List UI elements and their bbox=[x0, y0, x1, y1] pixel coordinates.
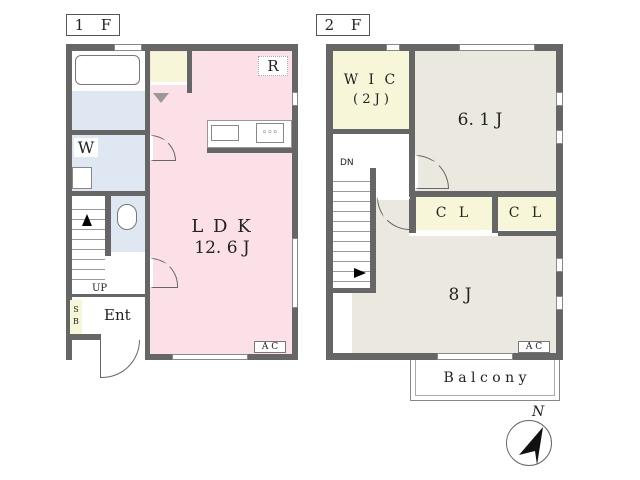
wall bbox=[333, 288, 376, 293]
storage-closet bbox=[151, 52, 187, 85]
wall bbox=[145, 51, 150, 354]
wall bbox=[410, 191, 556, 197]
bedroom-8j bbox=[409, 236, 556, 353]
refrigerator-label: R bbox=[258, 56, 288, 76]
window bbox=[292, 238, 298, 308]
window bbox=[386, 44, 400, 51]
arrow-up-icon bbox=[82, 214, 92, 226]
closet-2 bbox=[498, 197, 556, 230]
floor-2-label: 2 F bbox=[316, 14, 370, 36]
aircon-label: A C bbox=[518, 341, 550, 353]
kitchen-counter bbox=[207, 120, 292, 148]
aircon-label: A C bbox=[254, 341, 286, 353]
wall bbox=[326, 44, 333, 360]
arrow-down-icon bbox=[354, 268, 366, 278]
washing-machine-icon bbox=[72, 167, 92, 189]
wall bbox=[66, 44, 72, 360]
wall bbox=[409, 51, 415, 191]
wic-size: ( 2 J ) bbox=[352, 92, 390, 107]
wall bbox=[72, 191, 150, 196]
balcony-label: B a l c o n y bbox=[443, 370, 527, 386]
closet-1-label: C L bbox=[435, 205, 473, 221]
bedroom-8j-label: 8 J bbox=[448, 285, 472, 305]
shoe-box: S B bbox=[70, 300, 82, 334]
window bbox=[114, 44, 142, 51]
ldk-size: 12. 6 J bbox=[194, 238, 250, 258]
compass bbox=[506, 420, 552, 466]
front-door[interactable] bbox=[100, 340, 140, 378]
stairs-up-label: UP bbox=[92, 283, 108, 294]
wall bbox=[498, 231, 556, 237]
wall bbox=[72, 130, 150, 135]
wall bbox=[207, 148, 292, 153]
north-label: N bbox=[532, 404, 545, 420]
balcony bbox=[410, 360, 560, 401]
bathroom-floor bbox=[72, 91, 145, 131]
window bbox=[556, 296, 563, 310]
balcony-inner bbox=[415, 360, 555, 396]
floor-1-label: 1 F bbox=[66, 14, 120, 36]
closet-2-label: C L bbox=[508, 205, 546, 221]
ldk-label: L D K bbox=[191, 216, 253, 237]
window bbox=[459, 44, 535, 51]
sink-icon bbox=[211, 125, 239, 141]
window bbox=[172, 354, 248, 360]
wall bbox=[409, 191, 416, 233]
wall bbox=[66, 334, 101, 340]
bedroom-6-1j-label: 6. 1 J bbox=[457, 110, 503, 130]
wall bbox=[492, 191, 498, 233]
wall bbox=[333, 129, 415, 134]
entrance bbox=[72, 294, 145, 334]
wall bbox=[292, 44, 298, 360]
closet-1 bbox=[416, 197, 492, 230]
wall bbox=[105, 196, 111, 256]
wall bbox=[370, 168, 376, 290]
window bbox=[556, 130, 563, 144]
entrance-label: Ent bbox=[104, 306, 131, 324]
window bbox=[556, 92, 563, 106]
window bbox=[556, 258, 563, 272]
window bbox=[437, 353, 513, 360]
wall bbox=[556, 44, 563, 360]
toilet-icon bbox=[117, 204, 137, 230]
ldk-room bbox=[150, 51, 292, 354]
stairs-down-label: DN bbox=[340, 158, 354, 168]
north-arrow-icon bbox=[519, 427, 543, 465]
window bbox=[292, 92, 298, 106]
walk-in-closet bbox=[333, 51, 409, 129]
wall bbox=[326, 44, 563, 51]
wic-label: W I C bbox=[343, 72, 399, 88]
stove-icon: ◦◦◦ bbox=[256, 123, 284, 143]
bathtub bbox=[75, 55, 140, 85]
washroom-label: W bbox=[74, 138, 98, 157]
closet-door-icon bbox=[153, 93, 169, 103]
wall bbox=[66, 44, 298, 51]
wall bbox=[187, 51, 192, 93]
